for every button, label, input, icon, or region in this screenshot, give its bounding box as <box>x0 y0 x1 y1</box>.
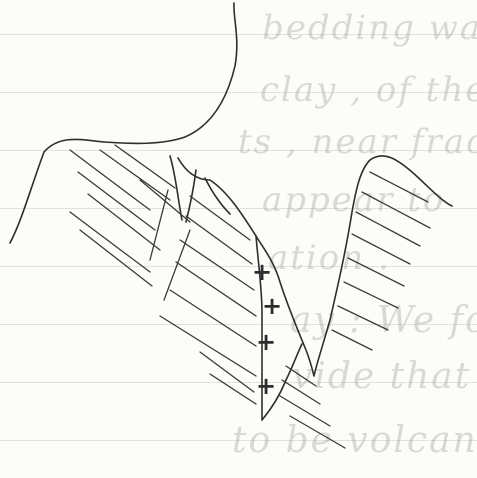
hatch-line <box>348 258 404 286</box>
hatch-line <box>70 212 150 272</box>
fracture-stroke <box>164 230 190 300</box>
hatch-line <box>176 262 256 316</box>
hatch-line <box>80 230 152 286</box>
hatch-line <box>370 172 428 202</box>
hatch-line <box>280 396 330 426</box>
hatch-line <box>332 330 372 350</box>
hatch-line <box>344 282 398 308</box>
hatch-line <box>88 194 160 250</box>
hatch-line <box>160 316 256 376</box>
hatch-line <box>180 240 254 290</box>
hatch-line <box>290 416 345 448</box>
hatch-line <box>170 290 256 346</box>
hatch-line <box>338 306 388 330</box>
igneous-plus-marker: + <box>262 294 282 318</box>
igneous-plus-marker: + <box>256 330 276 354</box>
igneous-plus-marker: + <box>252 260 272 284</box>
hatch-line <box>352 234 410 264</box>
hatch-line <box>186 216 252 264</box>
hatch-line <box>100 150 170 200</box>
igneous-plus-marker: + <box>256 374 276 398</box>
dike-right-edge <box>256 156 452 376</box>
fracture-line <box>205 178 230 214</box>
hatch-line <box>70 150 150 210</box>
